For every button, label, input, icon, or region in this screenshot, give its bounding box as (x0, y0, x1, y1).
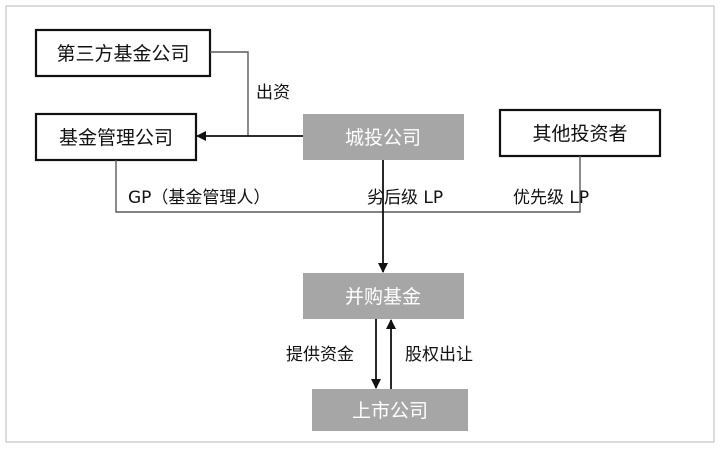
outer-frame (5, 5, 715, 443)
third-party-capital-line (210, 51, 249, 136)
fund-manager-label: 基金管理公司 (59, 127, 173, 149)
listed-company-label: 上市公司 (352, 400, 428, 422)
gp-connector (115, 160, 383, 213)
third-party-fund-box (34, 28, 212, 78)
third-party-fund-label: 第三方基金公司 (56, 43, 189, 65)
chengtou-label: 城投公司 (345, 127, 421, 149)
chengtou-box (303, 114, 464, 160)
listed-company-box (312, 389, 468, 431)
capital-label: 出资 (256, 83, 290, 103)
priority-lp-connector (383, 156, 581, 213)
ma-fund-box (303, 273, 464, 319)
subordinated-lp-label: 劣后级 LP (367, 188, 443, 208)
ma-fund-label: 并购基金 (345, 286, 421, 308)
priority-lp-label: 优先级 LP (513, 188, 589, 208)
gp-label: GP（基金管理人） (128, 188, 270, 208)
other-investors-box (498, 108, 662, 158)
other-investors-label: 其他投资者 (532, 123, 627, 145)
equity-transfer-label: 股权出让 (405, 345, 473, 365)
provide-funds-label: 提供资金 (286, 345, 354, 365)
